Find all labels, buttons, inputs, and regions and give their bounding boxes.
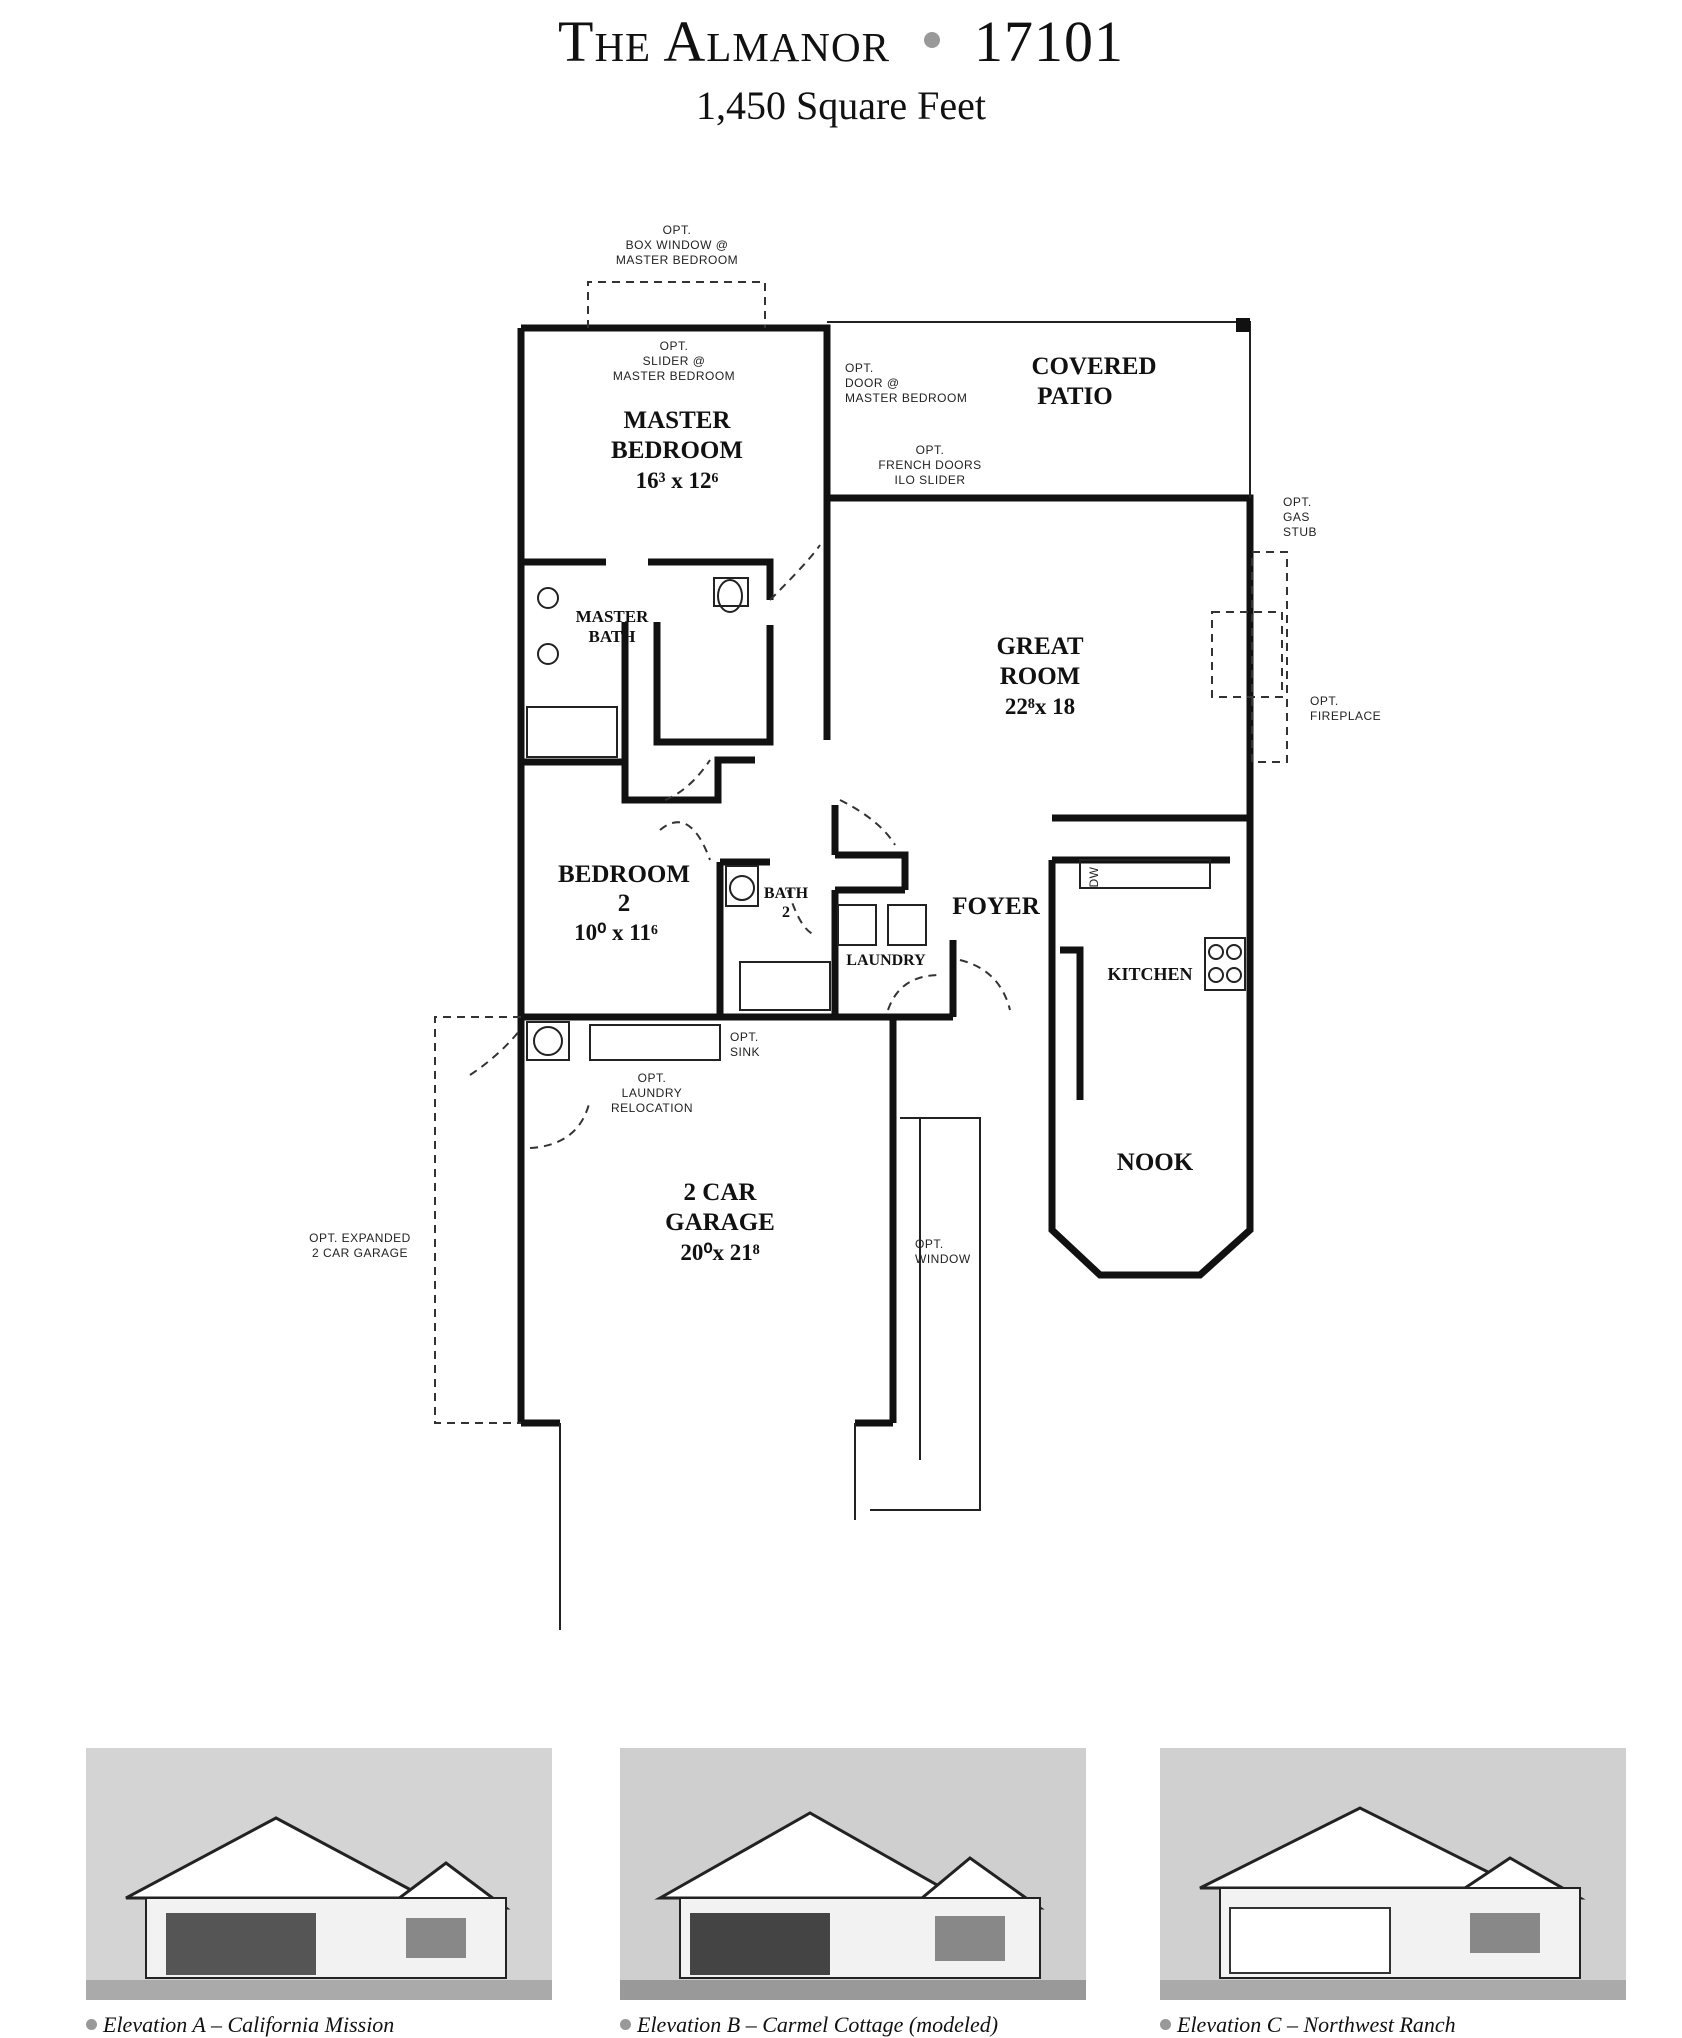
svg-text:MASTER BEDROOM: MASTER BEDROOM	[616, 253, 738, 267]
note-garage-window: OPT. WINDOW	[915, 1237, 971, 1266]
room-foyer: FOYER	[952, 893, 1040, 920]
svg-text:DOOR @: DOOR @	[845, 376, 900, 390]
plan-name: The Almanor	[558, 9, 890, 74]
svg-text:GREAT: GREAT	[996, 633, 1083, 660]
svg-text:FRENCH DOORS: FRENCH DOORS	[878, 458, 981, 472]
svg-text:BOX WINDOW @: BOX WINDOW @	[626, 238, 729, 252]
room-bath-2: BATH 2	[764, 885, 809, 921]
svg-text:MASTER: MASTER	[576, 607, 649, 626]
driveway	[559, 1423, 856, 1630]
svg-text:GAS: GAS	[1283, 510, 1310, 524]
room-bedroom-2: BEDROOM 2 10⁰ x 11⁶	[558, 861, 690, 945]
svg-text:OPT. EXPANDED: OPT. EXPANDED	[309, 1231, 411, 1245]
elevation-b-caption: Elevation B – Carmel Cottage (modeled)	[620, 2012, 1086, 2038]
svg-text:ROOM: ROOM	[1000, 663, 1081, 690]
box-window-outline	[587, 281, 766, 328]
fixtures	[526, 551, 1288, 1061]
room-nook: NOOK	[1117, 1149, 1194, 1176]
bullet-icon	[923, 31, 940, 48]
svg-text:OPT.: OPT.	[730, 1030, 759, 1044]
room-laundry: LAUNDRY	[846, 952, 926, 969]
note-laundry-relocation: OPT. LAUNDRY RELOCATION	[611, 1071, 693, 1115]
svg-text:OPT.: OPT.	[1310, 694, 1339, 708]
note-box-window: OPT. BOX WINDOW @ MASTER BEDROOM	[616, 223, 738, 267]
svg-text:16³ x 12⁶: 16³ x 12⁶	[636, 468, 719, 493]
room-master-bedroom: MASTER BEDROOM 16³ x 12⁶	[611, 407, 743, 493]
svg-text:BATH: BATH	[589, 627, 636, 646]
svg-text:MASTER BEDROOM: MASTER BEDROOM	[845, 391, 967, 405]
svg-text:BATH: BATH	[764, 885, 809, 902]
room-covered-patio: COVERED PATIO	[1031, 353, 1156, 410]
svg-text:OPT.: OPT.	[1283, 495, 1312, 509]
svg-text:BEDROOM: BEDROOM	[611, 437, 743, 464]
note-sink: OPT. SINK	[730, 1030, 760, 1059]
room-master-bath: MASTER BATH	[576, 607, 649, 646]
svg-text:22⁸x 18: 22⁸x 18	[1005, 694, 1075, 719]
elevation-b: Elevation B – Carmel Cottage (modeled)	[620, 1748, 1086, 2038]
svg-text:STUB: STUB	[1283, 525, 1317, 539]
svg-text:FIREPLACE: FIREPLACE	[1310, 709, 1381, 723]
elevation-b-drawing	[620, 1748, 1086, 2000]
elevation-a-drawing	[86, 1748, 552, 2000]
note-dishwasher: DW	[1087, 866, 1101, 887]
note-french-doors: OPT. FRENCH DOORS ILO SLIDER	[878, 443, 981, 487]
note-fireplace: OPT. FIREPLACE	[1310, 694, 1381, 723]
svg-text:RELOCATION: RELOCATION	[611, 1101, 693, 1115]
svg-text:10⁰ x 11⁶: 10⁰ x 11⁶	[574, 920, 658, 945]
svg-text:OPT.: OPT.	[845, 361, 874, 375]
svg-text:SINK: SINK	[730, 1045, 760, 1059]
room-garage: 2 CAR GARAGE 20⁰x 21⁸	[665, 1179, 775, 1265]
elevation-c-drawing	[1160, 1748, 1626, 2000]
plan-number: 17101	[973, 9, 1124, 74]
svg-text:OPT.: OPT.	[638, 1071, 667, 1085]
floor-plan: MASTER BEDROOM 16³ x 12⁶ COVERED PATIO M…	[309, 223, 1381, 1630]
svg-text:OPT.: OPT.	[916, 443, 945, 457]
plan-title: The Almanor 17101	[0, 8, 1682, 75]
svg-text:PATIO: PATIO	[1037, 383, 1112, 410]
square-footage: 1,450 Square Feet	[696, 83, 986, 128]
svg-text:OPT.: OPT.	[915, 1237, 944, 1251]
svg-text:OPT.: OPT.	[660, 339, 689, 353]
svg-text:SLIDER @: SLIDER @	[643, 354, 706, 368]
note-door-master: OPT. DOOR @ MASTER BEDROOM	[845, 361, 967, 405]
interior-walls	[521, 558, 1230, 1100]
note-gas-stub: OPT. GAS STUB	[1283, 495, 1317, 539]
elevation-a: Elevation A – California Mission	[86, 1748, 552, 2038]
svg-text:LAUNDRY: LAUNDRY	[622, 1086, 683, 1100]
room-kitchen: KITCHEN	[1107, 964, 1192, 984]
elevation-c: Elevation C – Northwest Ranch	[1160, 1748, 1626, 2038]
door-swings	[469, 544, 1011, 1149]
svg-text:COVERED: COVERED	[1031, 353, 1156, 380]
svg-text:MASTER: MASTER	[624, 407, 732, 434]
note-expanded-garage: OPT. EXPANDED 2 CAR GARAGE	[309, 1231, 411, 1260]
walkway	[870, 1117, 981, 1511]
svg-text:OPT.: OPT.	[663, 223, 692, 237]
svg-text:20⁰x 21⁸: 20⁰x 21⁸	[680, 1240, 759, 1265]
svg-text:BEDROOM: BEDROOM	[558, 861, 690, 888]
elevation-c-caption: Elevation C – Northwest Ranch	[1160, 2012, 1626, 2038]
svg-text:2 CAR: 2 CAR	[684, 1179, 758, 1206]
bullet-icon	[1160, 2019, 1171, 2031]
note-slider: OPT. SLIDER @ MASTER BEDROOM	[613, 339, 735, 383]
nook-bay	[1048, 1150, 1254, 1279]
svg-text:ILO SLIDER: ILO SLIDER	[894, 473, 965, 487]
expanded-garage-outline	[434, 1016, 521, 1424]
bullet-icon	[86, 2019, 97, 2031]
svg-text:2 CAR GARAGE: 2 CAR GARAGE	[312, 1246, 408, 1260]
svg-text:MASTER BEDROOM: MASTER BEDROOM	[613, 369, 735, 383]
patio-post	[1236, 318, 1250, 332]
bullet-icon	[620, 2019, 631, 2031]
elevation-a-caption: Elevation A – California Mission	[86, 2012, 552, 2038]
svg-text:WINDOW: WINDOW	[915, 1252, 971, 1266]
svg-text:2: 2	[782, 904, 790, 921]
room-great-room: GREAT ROOM 22⁸x 18	[996, 633, 1083, 719]
svg-text:GARAGE: GARAGE	[665, 1209, 775, 1236]
svg-text:2: 2	[618, 890, 631, 917]
